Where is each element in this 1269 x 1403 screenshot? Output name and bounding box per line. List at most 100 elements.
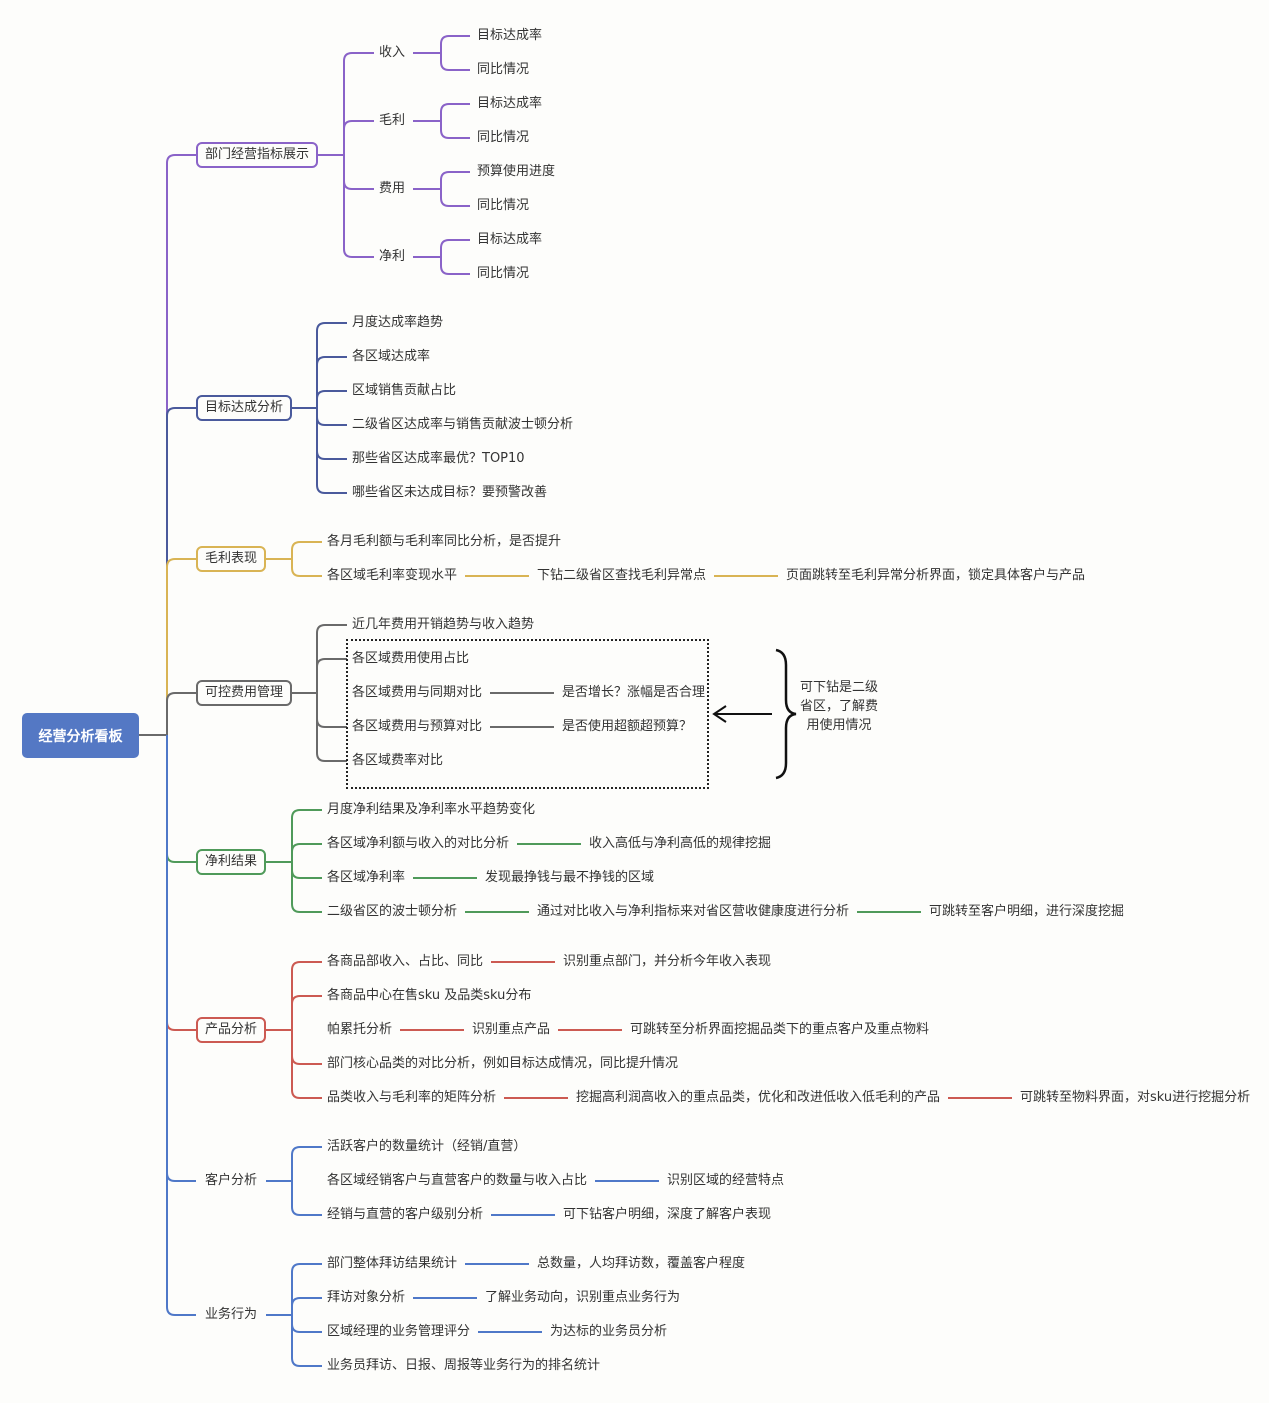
- grandchild-node[interactable]: 同比情况: [477, 266, 530, 281]
- chain-node[interactable]: 通过对比收入与净利指标来对省区营收健康度进行分析: [537, 904, 850, 919]
- child-connector: [343, 155, 374, 258]
- child-node[interactable]: 费用: [379, 181, 406, 196]
- child-node[interactable]: 月度净利结果及净利率水平趋势变化: [327, 802, 536, 817]
- child-node[interactable]: 品类收入与毛利率的矩阵分析: [327, 1090, 497, 1105]
- child-node[interactable]: 各商品中心在售sku 及品类sku分布: [327, 988, 532, 1003]
- child-node[interactable]: 二级省区达成率与销售贡献波士顿分析: [352, 417, 574, 432]
- chain-node[interactable]: 是否增长？涨幅是否合理: [562, 685, 706, 700]
- arrow-left-icon: [712, 705, 772, 723]
- child-node[interactable]: 各月毛利额与毛利率同比分析，是否提升: [327, 534, 562, 549]
- cost-drilldown-note: 可下钻是二级省区，了解费用使用情况: [800, 680, 879, 733]
- trunk-connector: [166, 735, 196, 1182]
- child-node[interactable]: 各区域达成率: [352, 349, 431, 364]
- chain-node[interactable]: 可跳转至客户明细，进行深度挖掘: [929, 904, 1125, 919]
- grandchild-node[interactable]: 目标达成率: [477, 96, 543, 111]
- child-connector: [291, 1315, 322, 1333]
- child-connector: [291, 1315, 322, 1367]
- child-node[interactable]: 各区域净利率: [327, 870, 406, 885]
- child-node[interactable]: 那些省区达成率最优？TOP10: [352, 451, 525, 466]
- child-node[interactable]: 各区域费用使用占比: [352, 651, 470, 666]
- child-node[interactable]: 月度达成率趋势: [352, 315, 444, 330]
- child-connector: [291, 1297, 322, 1315]
- child-connector: [291, 1146, 322, 1181]
- branch-dept[interactable]: 部门经营指标展示: [196, 142, 319, 168]
- child-connector: [291, 1263, 322, 1315]
- child-node[interactable]: 各区域毛利率变现水平: [327, 568, 458, 583]
- child-connector: [316, 356, 347, 408]
- grandchild-node[interactable]: 预算使用进度: [477, 164, 556, 179]
- chain-node[interactable]: 下钻二级省区查找毛利异常点: [537, 568, 707, 583]
- child-node[interactable]: 收入: [379, 45, 406, 60]
- sub-connector: [440, 189, 470, 207]
- chain-node[interactable]: 可跳转至物料界面，对sku进行挖掘分析: [1020, 1090, 1251, 1105]
- chain-node[interactable]: 收入高低与净利高低的规律挖掘: [589, 836, 772, 851]
- child-node[interactable]: 各商品部收入、占比、同比: [327, 954, 484, 969]
- child-node[interactable]: 部门核心品类的对比分析，例如目标达成情况，同比提升情况: [327, 1056, 679, 1071]
- grandchild-node[interactable]: 目标达成率: [477, 232, 543, 247]
- child-connector: [316, 658, 347, 693]
- root-node[interactable]: 经营分析看板: [22, 713, 139, 758]
- grandchild-node[interactable]: 同比情况: [477, 62, 530, 77]
- child-node[interactable]: 业务员拜访、日报、周报等业务行为的排名统计: [327, 1358, 601, 1373]
- child-node[interactable]: 二级省区的波士顿分析: [327, 904, 458, 919]
- child-connector: [316, 322, 347, 408]
- child-connector: [291, 541, 322, 559]
- grandchild-node[interactable]: 同比情况: [477, 130, 530, 145]
- child-node[interactable]: 经销与直营的客户级别分析: [327, 1207, 484, 1222]
- cost-detail-boundary: [346, 639, 709, 789]
- sub-connector: [440, 35, 470, 53]
- child-node[interactable]: 拜访对象分析: [327, 1290, 406, 1305]
- child-connector: [316, 624, 347, 693]
- chain-node[interactable]: 挖掘高利润高收入的重点品类，优化和改进低收入低毛利的产品: [576, 1090, 941, 1105]
- chain-node[interactable]: 可跳转至分析界面挖掘品类下的重点客户及重点物料: [630, 1022, 930, 1037]
- child-node[interactable]: 部门整体拜访结果统计: [327, 1256, 458, 1271]
- chain-node[interactable]: 为达标的业务员分析: [550, 1324, 668, 1339]
- trunk-connector: [166, 735, 196, 1031]
- branch-gross[interactable]: 毛利表现: [196, 546, 267, 572]
- branch-net[interactable]: 净利结果: [196, 849, 267, 875]
- trunk-connector: [166, 735, 196, 1316]
- chain-node[interactable]: 了解业务动向，识别重点业务行为: [485, 1290, 681, 1305]
- child-connector: [291, 559, 322, 577]
- child-node[interactable]: 区域销售贡献占比: [352, 383, 457, 398]
- child-node[interactable]: 各区域费率对比: [352, 753, 444, 768]
- child-node[interactable]: 各区域费用与同期对比: [352, 685, 483, 700]
- sub-connector: [440, 257, 470, 275]
- child-node[interactable]: 帕累托分析: [327, 1022, 393, 1037]
- child-node[interactable]: 各区域净利额与收入的对比分析: [327, 836, 510, 851]
- chain-node[interactable]: 可下钻客户明细，深度了解客户表现: [563, 1207, 772, 1222]
- sub-connector: [440, 239, 470, 257]
- child-node[interactable]: 近几年费用开销趋势与收入趋势: [352, 617, 535, 632]
- child-connector: [291, 862, 322, 879]
- chain-node[interactable]: 识别重点产品: [472, 1022, 551, 1037]
- branch-cost[interactable]: 可控费用管理: [196, 680, 293, 706]
- brace-icon: [775, 648, 797, 780]
- branch-product[interactable]: 产品分析: [196, 1017, 267, 1043]
- trunk-connector: [166, 407, 196, 735]
- child-node[interactable]: 区域经理的业务管理评分: [327, 1324, 471, 1339]
- child-node[interactable]: 毛利: [379, 113, 406, 128]
- grandchild-node[interactable]: 同比情况: [477, 198, 530, 213]
- child-node[interactable]: 活跃客户的数量统计（经销/直营）: [327, 1139, 527, 1154]
- chain-node[interactable]: 总数量，人均拜访数，覆盖客户程度: [537, 1256, 746, 1271]
- chain-node[interactable]: 发现最挣钱与最不挣钱的区域: [485, 870, 655, 885]
- chain-node[interactable]: 是否使用超额超预算？: [562, 719, 693, 734]
- grandchild-node[interactable]: 目标达成率: [477, 28, 543, 43]
- child-connector: [316, 408, 347, 494]
- child-node[interactable]: 各区域费用与预算对比: [352, 719, 483, 734]
- child-connector: [316, 693, 347, 762]
- branch-target[interactable]: 目标达成分析: [196, 395, 293, 421]
- child-node[interactable]: 哪些省区未达成目标？要预警改善: [352, 485, 548, 500]
- chain-node[interactable]: 识别区域的经营特点: [667, 1173, 785, 1188]
- sub-connector: [440, 171, 470, 189]
- chain-node[interactable]: 页面跳转至毛利异常分析界面，锁定具体客户与产品: [786, 568, 1086, 583]
- child-node[interactable]: 各区域经销客户与直营客户的数量与收入占比: [327, 1173, 588, 1188]
- child-connector: [291, 1030, 322, 1099]
- chain-node[interactable]: 识别重点部门，并分析今年收入表现: [563, 954, 772, 969]
- trunk-connector: [166, 735, 196, 863]
- child-node[interactable]: 净利: [379, 249, 406, 264]
- branch-behavior[interactable]: 业务行为: [196, 1302, 267, 1328]
- branch-customer[interactable]: 客户分析: [196, 1168, 267, 1194]
- sub-connector: [440, 121, 470, 139]
- child-connector: [343, 52, 374, 155]
